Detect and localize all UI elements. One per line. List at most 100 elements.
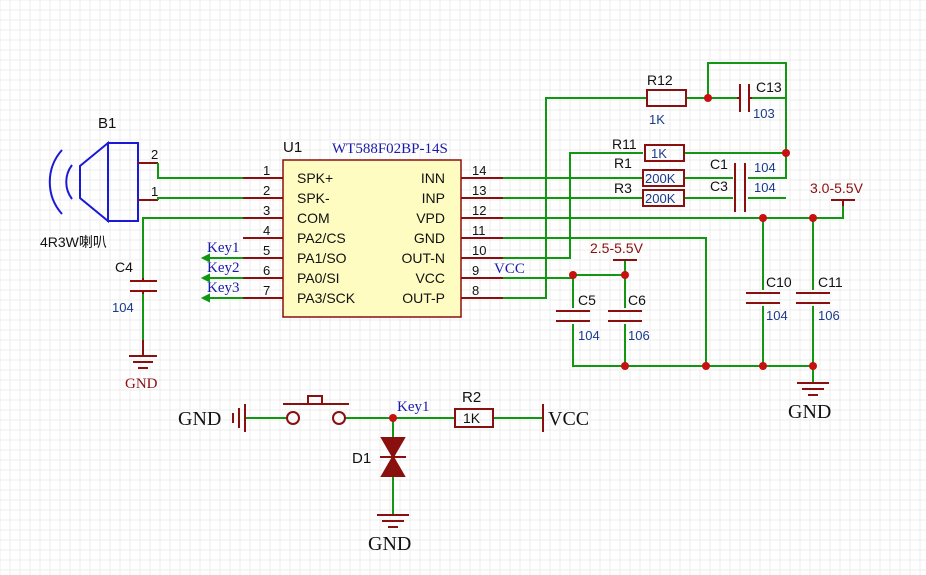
c6-value: 106 bbox=[628, 328, 650, 343]
chip-pin-name-8: OUT-P bbox=[402, 290, 445, 306]
c5-ref: C5 bbox=[578, 292, 596, 308]
capacitor-c11[interactable]: C11 106 bbox=[796, 274, 843, 323]
speaker-ref: B1 bbox=[98, 115, 116, 132]
chip-pin-number-1: 1 bbox=[263, 163, 270, 178]
chip-pin-number-10: 10 bbox=[472, 243, 486, 258]
speaker-pin1: 1 bbox=[151, 184, 158, 199]
supply-2v5-5v5: 2.5-5.5V bbox=[590, 240, 644, 261]
resistor-r12[interactable]: R12 1K bbox=[646, 72, 687, 127]
resistor-r3[interactable]: R3 200K bbox=[614, 180, 685, 207]
c4-ref: C4 bbox=[115, 259, 133, 275]
sound-wave-inner-icon bbox=[65, 164, 73, 200]
chip-pin-name-3: COM bbox=[297, 210, 330, 226]
chip-pin-name-14: INN bbox=[421, 170, 445, 186]
chip-pin-number-3: 3 bbox=[263, 203, 270, 218]
c5-value: 104 bbox=[578, 328, 600, 343]
chip-pin-number-8: 8 bbox=[472, 283, 479, 298]
sound-wave-outer-icon bbox=[48, 149, 63, 215]
chip-pin-number-5: 5 bbox=[263, 243, 270, 258]
net-label-vcc: VCC bbox=[494, 261, 525, 277]
gnd-label-d1: GND bbox=[368, 533, 411, 555]
capacitor-c13[interactable]: C13 103 bbox=[737, 79, 782, 121]
c1-ref: C1 bbox=[710, 156, 728, 172]
supply-a-label: 3.0-5.5V bbox=[810, 180, 864, 196]
c10-value: 104 bbox=[766, 308, 788, 323]
gnd-label-main: GND bbox=[788, 401, 831, 423]
chip-pin-name-2: SPK- bbox=[297, 190, 330, 206]
chip-pin-number-6: 6 bbox=[263, 263, 270, 278]
key2-arrow-icon bbox=[200, 273, 210, 283]
chip-name: WT588F02BP-14S bbox=[332, 141, 448, 157]
c10-ref: C10 bbox=[766, 274, 792, 290]
r2-value: 1K bbox=[463, 410, 481, 426]
chip-pin-number-7: 7 bbox=[263, 283, 270, 298]
capacitor-c5[interactable]: C5 104 bbox=[556, 292, 600, 343]
speaker-b1[interactable]: B1 4R3W喇叭 2 1 bbox=[40, 115, 158, 250]
diode-d1[interactable]: D1 bbox=[352, 437, 406, 477]
r11-value: 1K bbox=[651, 146, 667, 161]
net-label-key1-node: Key1 bbox=[397, 399, 430, 415]
capacitor-c10[interactable]: C10 104 bbox=[746, 274, 792, 323]
gnd-label-switch: GND bbox=[178, 408, 221, 430]
vcc-label-r2: VCC bbox=[548, 408, 589, 430]
chip-pin-name-9: VCC bbox=[415, 270, 445, 286]
resistor-r2[interactable]: R2 1K bbox=[454, 389, 494, 428]
c11-ref: C11 bbox=[818, 274, 843, 290]
key1-arrow-icon bbox=[200, 253, 210, 263]
chip-pin-number-14: 14 bbox=[472, 163, 486, 178]
capacitor-c3[interactable]: C3 104 bbox=[710, 178, 776, 212]
net-label-key3: Key3 bbox=[207, 280, 240, 296]
r12-ref: R12 bbox=[647, 72, 673, 88]
capacitor-c4[interactable]: C4 104 bbox=[112, 259, 157, 315]
c3-value: 104 bbox=[754, 180, 776, 195]
ground-c4: GND bbox=[125, 340, 158, 392]
c3-ref: C3 bbox=[710, 178, 728, 194]
r3-ref: R3 bbox=[614, 180, 632, 196]
c11-value: 106 bbox=[818, 308, 840, 323]
c13-ref: C13 bbox=[756, 79, 782, 95]
r1-value: 200K bbox=[645, 171, 676, 186]
d1-ref: D1 bbox=[352, 450, 371, 467]
chip-pin-name-1: SPK+ bbox=[297, 170, 333, 186]
supply-3v-5v5: 3.0-5.5V bbox=[810, 180, 864, 206]
r12-value: 1K bbox=[649, 112, 665, 127]
chip-pin-name-7: PA3/SCK bbox=[297, 290, 356, 306]
chip-pin-number-4: 4 bbox=[263, 223, 270, 238]
r11-ref: R11 bbox=[612, 136, 637, 152]
r3-value: 200K bbox=[645, 191, 676, 206]
ground-d1: GND bbox=[368, 514, 411, 555]
c6-ref: C6 bbox=[628, 292, 646, 308]
chip-ref: U1 bbox=[283, 139, 302, 156]
net-label-key2: Key2 bbox=[207, 260, 240, 276]
chip-pin-name-6: PA0/SI bbox=[297, 270, 340, 286]
chip-pin-number-12: 12 bbox=[472, 203, 486, 218]
gnd-label-c4: GND bbox=[125, 376, 158, 392]
junctions bbox=[389, 94, 817, 422]
resistor-r1[interactable]: R1 200K bbox=[614, 155, 685, 187]
c1-value: 104 bbox=[754, 160, 776, 175]
net-label-key1: Key1 bbox=[207, 240, 240, 256]
chip-pin-number-13: 13 bbox=[472, 183, 486, 198]
c13-value: 103 bbox=[753, 106, 775, 121]
speaker-cone-icon bbox=[79, 140, 109, 224]
capacitor-c6[interactable]: C6 106 bbox=[608, 292, 650, 343]
speaker-magnet-icon bbox=[107, 142, 139, 222]
r2-ref: R2 bbox=[462, 389, 481, 406]
chip-pin-name-12: VPD bbox=[416, 210, 445, 226]
chip-u1[interactable]: U1 WT588F02BP-14S 1 SPK+ 2 SPK- 3 COM 4 PA2/CS 5… bbox=[243, 139, 503, 318]
wires bbox=[142, 62, 844, 515]
r1-ref: R1 bbox=[614, 155, 632, 171]
speaker-value: 4R3W喇叭 bbox=[40, 234, 107, 250]
chip-pin-name-10: OUT-N bbox=[401, 250, 445, 266]
chip-body bbox=[282, 159, 462, 318]
chip-pin-name-4: PA2/CS bbox=[297, 230, 346, 246]
resistor-r11[interactable]: R11 1K bbox=[612, 136, 685, 162]
chip-pin-name-13: INP bbox=[422, 190, 445, 206]
chip-pin-number-2: 2 bbox=[263, 183, 270, 198]
push-button-switch[interactable] bbox=[283, 395, 349, 425]
chip-pin-number-11: 11 bbox=[472, 223, 486, 238]
key3-arrow-icon bbox=[200, 293, 210, 303]
